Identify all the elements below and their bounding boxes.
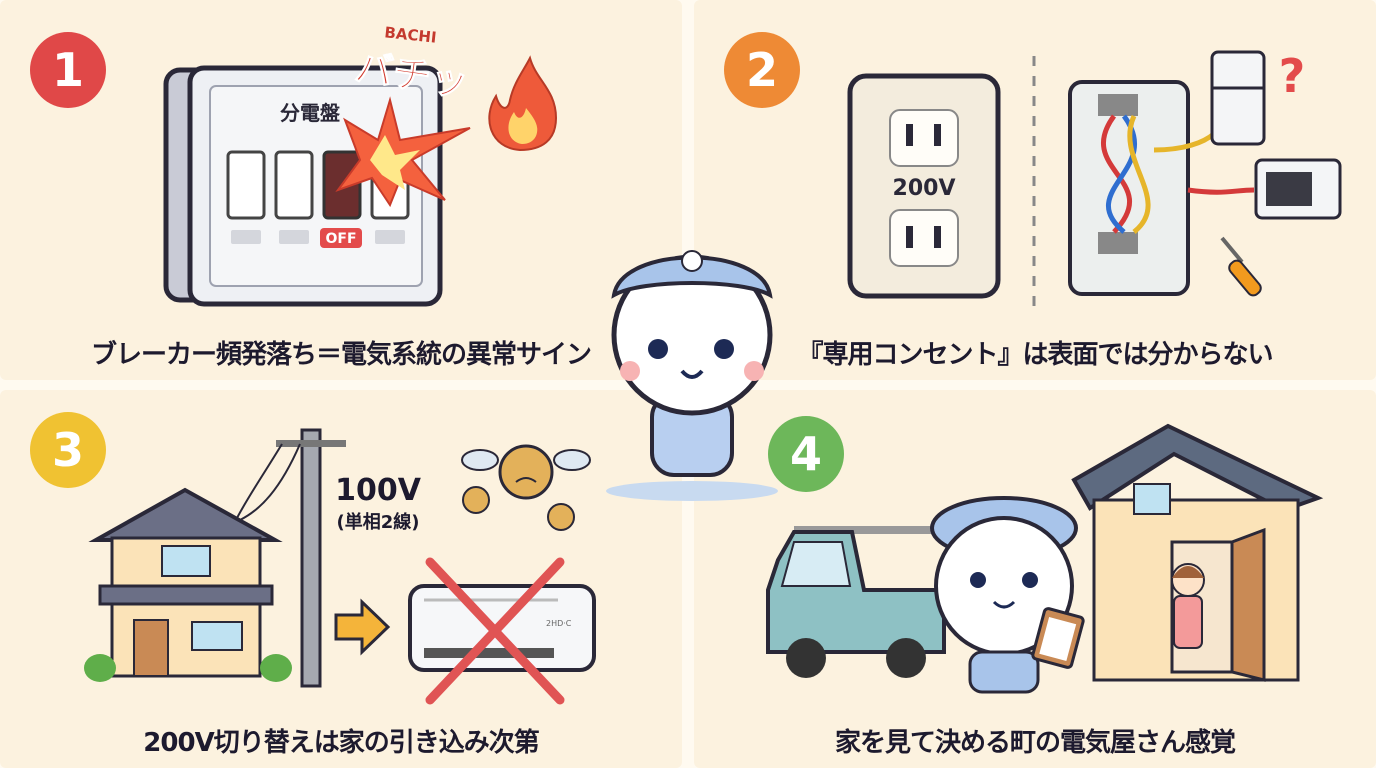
service-drop-illustration: 100V (単相2線) 2HD·C bbox=[84, 428, 596, 705]
fridge-icon bbox=[1210, 50, 1266, 146]
svg-text:200V: 200V bbox=[893, 176, 956, 201]
house-icon bbox=[84, 487, 292, 682]
svg-text:BACHI: BACHI bbox=[384, 23, 438, 46]
center-mascot bbox=[606, 250, 778, 501]
utility-pole-icon bbox=[235, 428, 346, 688]
svg-text:OFF: OFF bbox=[325, 231, 356, 247]
mascot-icon bbox=[606, 250, 778, 501]
panel-1-breaker: 1 分電盤 OFF BACHI バチッ ブレーカー頻発落ち＝電気系統の異常サイン bbox=[0, 0, 682, 380]
question-mark: ? bbox=[1279, 49, 1306, 103]
svg-text:2HD·C: 2HD·C bbox=[546, 619, 572, 628]
outlet-illustration: 200V ? bbox=[847, 49, 1342, 306]
arrow-right-icon bbox=[334, 598, 391, 656]
breaker-panel-illustration: 分電盤 OFF BACHI バチッ bbox=[163, 23, 558, 307]
panel-2-outlet: 2 200V ? 『専用コンセント』は表面では分からない bbox=[694, 0, 1376, 380]
wiring-label: (単相2線) bbox=[337, 511, 420, 533]
cross-mark-icon bbox=[425, 557, 565, 705]
mascot-icon bbox=[930, 496, 1078, 694]
caption-1: ブレーカー頻発落ち＝電気系統の異常サイン bbox=[90, 340, 592, 370]
wiring-box-icon bbox=[1068, 80, 1255, 296]
spark-icon bbox=[335, 96, 471, 208]
voltage-label: 100V bbox=[335, 473, 422, 508]
electrician-visit-illustration bbox=[766, 423, 1324, 694]
truck-icon bbox=[766, 526, 946, 678]
caption-3: 200V切り替えは家の引き込み次第 bbox=[143, 728, 539, 758]
step-badge-2: 2 bbox=[724, 32, 800, 108]
caption-4: 家を見て決める町の電気屋さん感覚 bbox=[834, 728, 1236, 758]
coin-with-wings-icon bbox=[461, 444, 591, 531]
step-badge-1: 1 bbox=[30, 32, 106, 108]
caption-2: 『専用コンセント』は表面では分からない bbox=[797, 340, 1273, 370]
step-badge-4: 4 bbox=[768, 416, 844, 492]
outlet-icon: 200V bbox=[847, 73, 1001, 299]
panel-4-electrician-visit: 4 家を見て決める町の電気屋さん感覚 bbox=[694, 390, 1376, 768]
fire-icon bbox=[488, 55, 558, 152]
woman-waving-icon bbox=[1171, 563, 1205, 649]
clipboard-icon bbox=[1031, 607, 1085, 669]
panel-3-service-drop: 3 100V (単相2線) bbox=[0, 390, 682, 768]
step-badge-3: 3 bbox=[30, 412, 106, 488]
microwave-icon bbox=[1254, 158, 1342, 220]
screwdriver-icon bbox=[1220, 236, 1262, 297]
house-icon bbox=[1071, 423, 1324, 682]
off-indicator bbox=[320, 228, 362, 248]
svg-text:分電盤: 分電盤 bbox=[280, 101, 341, 125]
